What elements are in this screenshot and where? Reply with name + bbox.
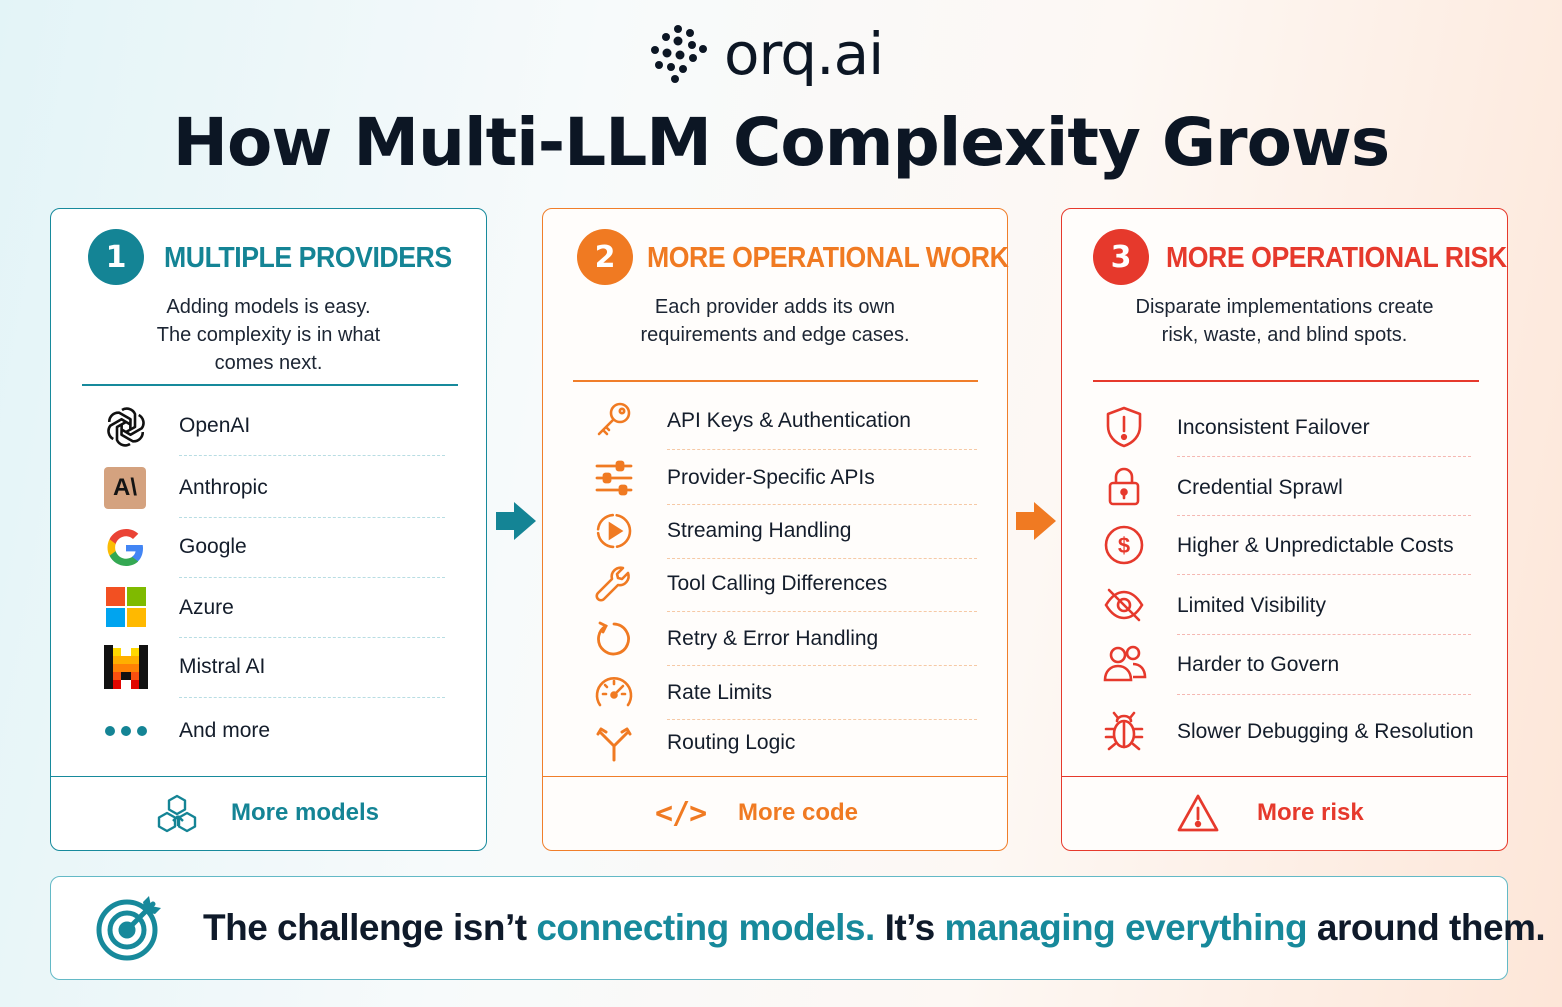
card-footer: </> More code [543,776,1007,850]
speedometer-icon [593,672,635,712]
item-label: API Keys & Authentication [667,409,911,432]
google-logo-icon [104,526,148,570]
card-divider [573,380,978,382]
arrow-right-icon [496,502,536,540]
item-separator [667,719,977,720]
eye-off-icon [1103,584,1145,626]
sliders-icon [593,458,635,498]
provider-label: Google [179,535,247,558]
step-number: 2 [577,229,633,285]
card-footer: More risk [1062,776,1507,850]
item-separator [667,449,977,450]
card-description: Adding models is easy. The complexity is… [156,296,381,374]
card-header: 3 MORE OPERATIONAL RISK [1062,229,1507,287]
orq-logo-mark-icon [651,25,707,83]
card-description: Each provider adds its own requirements … [640,296,910,346]
item-separator [1177,456,1471,457]
item-separator [1177,515,1471,516]
play-circle-icon [593,510,635,552]
item-separator [667,665,977,666]
footer-label: More risk [1257,799,1364,826]
users-icon [1103,643,1147,685]
wrench-icon [593,564,635,606]
svg-text:$: $ [1118,533,1130,558]
models-network-icon [155,792,199,841]
card-operational-work: 2 MORE OPERATIONAL WORK Each provider ad… [542,208,1009,851]
page-title: How Multi-LLM Complexity Grows [172,104,1390,181]
item-label: Inconsistent Failover [1177,416,1370,439]
provider-label: Mistral AI [179,655,266,678]
card-title: MORE OPERATIONAL RISK [1166,242,1507,274]
item-label: Tool Calling Differences [667,572,888,595]
item-label: Retry & Error Handling [667,627,879,650]
footer-label: More code [738,799,859,826]
target-icon [93,892,165,969]
openai-logo-icon [103,404,149,450]
item-separator [667,611,977,612]
microsoft-logo-icon [105,586,147,628]
card-footer: More models [51,776,486,850]
shield-alert-icon [1103,405,1145,449]
item-label: Routing Logic [667,731,796,754]
step-number: 3 [1093,229,1149,285]
item-label: Rate Limits [667,681,773,704]
card-operational-risk: 3 MORE OPERATIONAL RISK Disparate implem… [1061,208,1508,851]
item-separator [179,637,445,638]
footer-label: More models [231,799,380,826]
card-divider [82,384,458,386]
warning-triangle-icon [1176,793,1220,838]
challenge-banner: The challenge isn’t connecting models. I… [50,876,1546,980]
mistral-logo-icon [104,645,148,689]
item-separator [667,504,977,505]
card-title: MULTIPLE PROVIDERS [164,242,452,274]
item-label: Provider-Specific APIs [667,466,875,489]
card-divider [1093,380,1479,382]
item-separator [179,697,445,698]
arrow-right-icon [1016,502,1056,540]
card-description: Disparate implementations create risk, w… [1135,296,1434,346]
item-separator [179,517,445,518]
provider-label: Anthropic [179,476,268,499]
item-label: Harder to Govern [1177,653,1340,676]
banner-message: The challenge isn’t connecting models. I… [203,907,1546,948]
item-separator [179,455,445,456]
item-separator [1177,634,1471,635]
provider-label: And more [179,719,271,742]
item-separator [179,577,445,578]
card-title: MORE OPERATIONAL WORK [647,242,1009,274]
item-label: Limited Visibility [1177,594,1326,617]
lock-icon [1103,465,1145,507]
bug-icon [1103,709,1145,751]
provider-label: Azure [179,596,234,619]
key-icon [593,399,635,441]
item-separator [667,558,977,559]
item-label: Streaming Handling [667,519,852,542]
item-label: Credential Sprawl [1177,476,1343,499]
step-number: 1 [88,229,144,285]
item-label: Slower Debugging & Resolution [1177,720,1474,743]
card-header: 2 MORE OPERATIONAL WORK [543,229,1009,287]
ellipsis-icon [103,717,149,745]
brand-name: orq.ai [724,20,884,88]
retry-icon [593,618,635,660]
card-multiple-providers: 1 MULTIPLE PROVIDERS Adding models is ea… [50,208,487,851]
code-icon: </> [655,796,707,831]
routing-fork-icon [593,723,635,765]
anthropic-logo-icon: A\ [104,467,146,509]
item-separator [1177,574,1471,575]
dollar-circle-icon: $ [1103,524,1145,566]
card-header: 1 MULTIPLE PROVIDERS [51,229,486,287]
item-label: Higher & Unpredictable Costs [1177,534,1454,557]
provider-label: OpenAI [179,414,251,437]
orq-logo: orq.ai [648,20,884,88]
item-separator [1177,694,1471,695]
